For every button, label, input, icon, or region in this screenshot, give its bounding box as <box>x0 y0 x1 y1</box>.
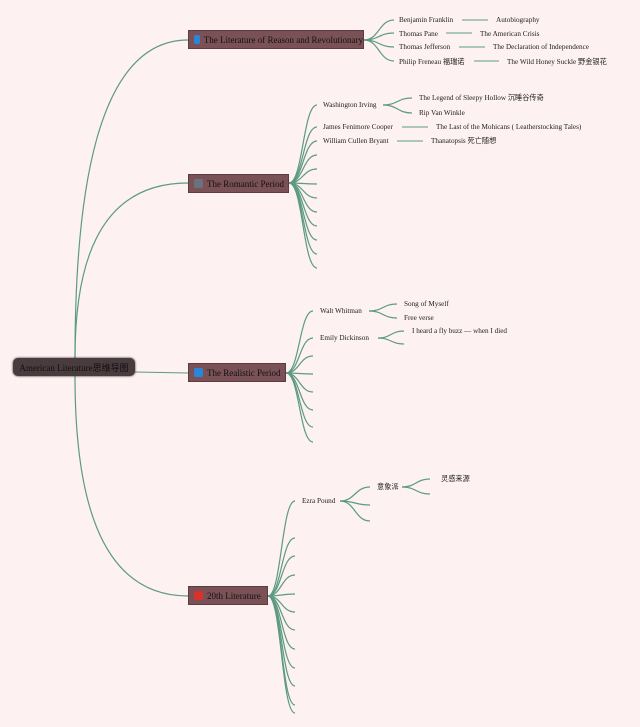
author-washington-irving[interactable]: Washington Irving <box>323 101 377 109</box>
branch-20th-literature[interactable]: 20th Literature <box>188 586 268 605</box>
branch-reason-revolutionary[interactable]: The Literature of Reason and Revolutiona… <box>188 30 364 49</box>
branch-label: 20th Literature <box>207 590 261 601</box>
connector-line <box>363 39 395 62</box>
branch-label: The Literature of Reason and Revolutiona… <box>203 34 363 45</box>
author-philip-freneau[interactable]: Philip Freneau 福瑞诺 <box>399 58 465 66</box>
work-sleepy-hollow[interactable]: The Legend of Sleepy Hollow 沉睡谷传奇 <box>419 94 544 102</box>
author-james-fenimore-cooper[interactable]: James Fenimore Cooper <box>323 123 393 131</box>
root-node[interactable]: American Literature思维导图 <box>13 358 135 376</box>
connector-line <box>288 126 318 184</box>
node-imagism[interactable]: 意象派 <box>377 483 399 491</box>
work-autobiography[interactable]: Autobiography <box>496 16 540 24</box>
connector-line <box>134 371 189 374</box>
work-thanatopsis[interactable]: Thanatopsis 死亡随想 <box>431 137 497 145</box>
work-free-verse[interactable]: Free verse <box>404 314 434 322</box>
work-american-crisis[interactable]: The American Crisis <box>480 30 540 38</box>
connector-line <box>382 97 413 106</box>
author-william-cullen-bryant[interactable]: William Cullen Bryant <box>323 137 389 145</box>
connector-line <box>285 372 314 443</box>
author-ezra-pound[interactable]: Ezra Pound <box>302 497 336 505</box>
connector-line <box>267 500 296 597</box>
connector-line <box>74 39 189 359</box>
author-thomas-pane[interactable]: Thomas Pane <box>399 30 438 38</box>
branch-label: The Realistic Period <box>207 367 281 378</box>
connector-line <box>339 486 371 502</box>
connector-line <box>285 310 314 374</box>
author-walt-whitman[interactable]: Walt Whitman <box>320 307 362 315</box>
connector-line <box>368 310 398 319</box>
work-last-of-mohicans[interactable]: The Last of the Mohicans ( Leatherstocki… <box>436 123 582 131</box>
connector-line <box>288 182 318 255</box>
connector-line <box>288 104 318 184</box>
work-song-of-myself[interactable]: Song of Myself <box>404 300 449 308</box>
author-benjamin-franklin[interactable]: Benjamin Franklin <box>399 16 454 24</box>
connector-line <box>382 104 413 114</box>
branch-romantic-period[interactable]: The Romantic Period <box>188 174 289 193</box>
work-rip-van-winkle[interactable]: Rip Van Winkle <box>419 109 465 117</box>
connector-line <box>267 555 296 597</box>
grey-square-icon <box>194 179 203 188</box>
blue-square-icon <box>194 368 203 377</box>
work-fly-buzz[interactable]: I heard a fly buzz — when I died <box>412 327 507 335</box>
branch-label: The Romantic Period <box>207 178 284 189</box>
author-thomas-jefferson[interactable]: Thomas Jefferson <box>399 43 451 51</box>
connector-line <box>339 500 371 522</box>
node-inspiration-source[interactable]: 灵感来源 <box>441 475 470 483</box>
branch-realistic-period[interactable]: The Realistic Period <box>188 363 286 382</box>
connector-line <box>267 595 296 687</box>
connector-line <box>368 303 398 312</box>
connector-line <box>74 182 189 359</box>
connector-line <box>285 337 314 374</box>
connector-line <box>377 337 405 345</box>
root-label: American Literature思维导图 <box>19 362 129 373</box>
connector-line <box>288 182 318 269</box>
connector-line <box>377 330 405 339</box>
red-square-icon <box>194 591 203 600</box>
work-wild-honey-suckle[interactable]: The Wild Honey Suckle 野金银花 <box>507 58 607 66</box>
author-emily-dickinson[interactable]: Emily Dickinson <box>320 334 369 342</box>
blue-square-icon <box>194 35 200 44</box>
work-declaration[interactable]: The Declaration of Independence <box>493 43 589 51</box>
connector-line <box>74 375 189 597</box>
connector-line <box>267 595 296 714</box>
connector-line <box>285 372 314 428</box>
connector-line <box>401 486 431 495</box>
connector-line <box>401 478 431 488</box>
